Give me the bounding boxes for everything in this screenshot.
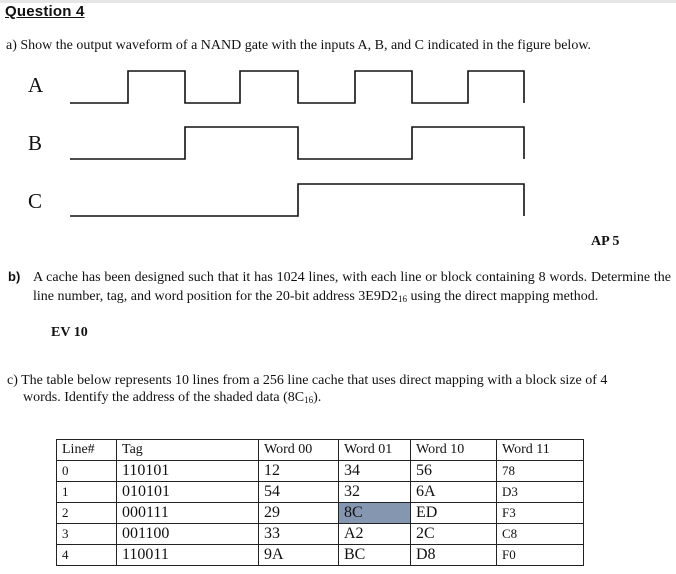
- cell-word-01: 34: [338, 460, 411, 482]
- header-tag: Tag: [116, 439, 259, 461]
- cell-word-10: 2C: [410, 523, 497, 545]
- cell-word-01: A2: [338, 523, 411, 545]
- header-line: Line#: [56, 439, 117, 461]
- question-title: Question 4: [5, 3, 85, 20]
- cell-line: 0: [56, 460, 117, 482]
- cell-word-00: 33: [258, 523, 339, 545]
- table-row: 4 110011 9A BC D8 F0: [56, 544, 584, 566]
- header-word-10: Word 10: [410, 439, 497, 461]
- data-base-subscript: 16: [304, 395, 314, 405]
- cell-word-00: 12: [258, 460, 339, 482]
- part-a-marks: AP 5: [591, 234, 620, 249]
- cell-word-11: C8: [496, 523, 584, 545]
- cell-tag: 000111: [116, 502, 259, 524]
- cell-line: 2: [56, 502, 117, 524]
- waveform-b: [70, 126, 525, 160]
- header-word-00: Word 00: [258, 439, 339, 461]
- cell-word-00: 54: [258, 481, 339, 503]
- address-base-subscript: 16: [397, 294, 407, 304]
- part-a-prompt: a) Show the output waveform of a NAND ga…: [6, 38, 592, 53]
- timing-diagram: [70, 70, 525, 217]
- header-word-01: Word 01: [338, 439, 411, 461]
- part-c-line-2-end: ).: [313, 390, 322, 405]
- signal-label-a: A: [28, 73, 44, 97]
- cell-word-00: 9A: [258, 544, 339, 566]
- header-word-11: Word 11: [496, 439, 584, 461]
- cell-word-10: 6A: [410, 481, 497, 503]
- part-c-prompt: c) The table below represents 10 lines f…: [7, 372, 667, 406]
- cell-word-10: ED: [410, 502, 497, 524]
- cell-line: 1: [56, 481, 117, 503]
- part-b-text: A cache has been designed such that it h…: [33, 270, 671, 304]
- table-header-row: Line# Tag Word 00 Word 01 Word 10 Word 1…: [56, 439, 584, 461]
- cell-line: 3: [56, 523, 117, 545]
- cell-word-11: F0: [496, 544, 584, 566]
- table-row: 2 000111 29 8C ED F3: [56, 502, 584, 524]
- part-b-prompt: A cache has been designed such that it h…: [33, 268, 671, 306]
- cell-word-01: 32: [338, 481, 411, 503]
- cell-word-01: BC: [338, 544, 411, 566]
- cell-word-11: 78: [496, 460, 584, 482]
- cell-tag: 110011: [116, 544, 259, 566]
- cell-tag: 110101: [116, 460, 259, 482]
- part-b-label: b): [8, 269, 21, 284]
- cell-tag: 001100: [116, 523, 259, 545]
- part-b-marks: EV 10: [51, 325, 88, 340]
- signal-label-c: C: [28, 189, 43, 213]
- part-c-line-2-text: words. Identify the address of the shade…: [23, 390, 305, 405]
- part-c-line-2: words. Identify the address of the shade…: [7, 389, 667, 406]
- cell-word-10: D8: [410, 544, 497, 566]
- part-b-text-end: using the direct mapping method.: [406, 289, 599, 304]
- waveform-a: [70, 70, 525, 104]
- table-row: 3 001100 33 A2 2C C8: [56, 523, 584, 545]
- cell-line: 4: [56, 544, 117, 566]
- waveform-c: [70, 183, 525, 217]
- table-row: 0 110101 12 34 56 78: [56, 460, 584, 482]
- table-row: 1 010101 54 32 6A D3: [56, 481, 584, 503]
- page-top-border: [0, 0, 676, 3]
- cell-word-11: D3: [496, 481, 584, 503]
- cell-word-10: 56: [410, 460, 497, 482]
- signal-label-b: B: [28, 131, 43, 155]
- cell-word-11: F3: [496, 502, 584, 524]
- cell-word-00: 29: [258, 502, 339, 524]
- cache-table: Line# Tag Word 00 Word 01 Word 10 Word 1…: [56, 439, 584, 566]
- part-c-line-1: c) The table below represents 10 lines f…: [7, 373, 608, 388]
- shaded-data-cell: 8C: [338, 502, 411, 524]
- cell-tag: 010101: [116, 481, 259, 503]
